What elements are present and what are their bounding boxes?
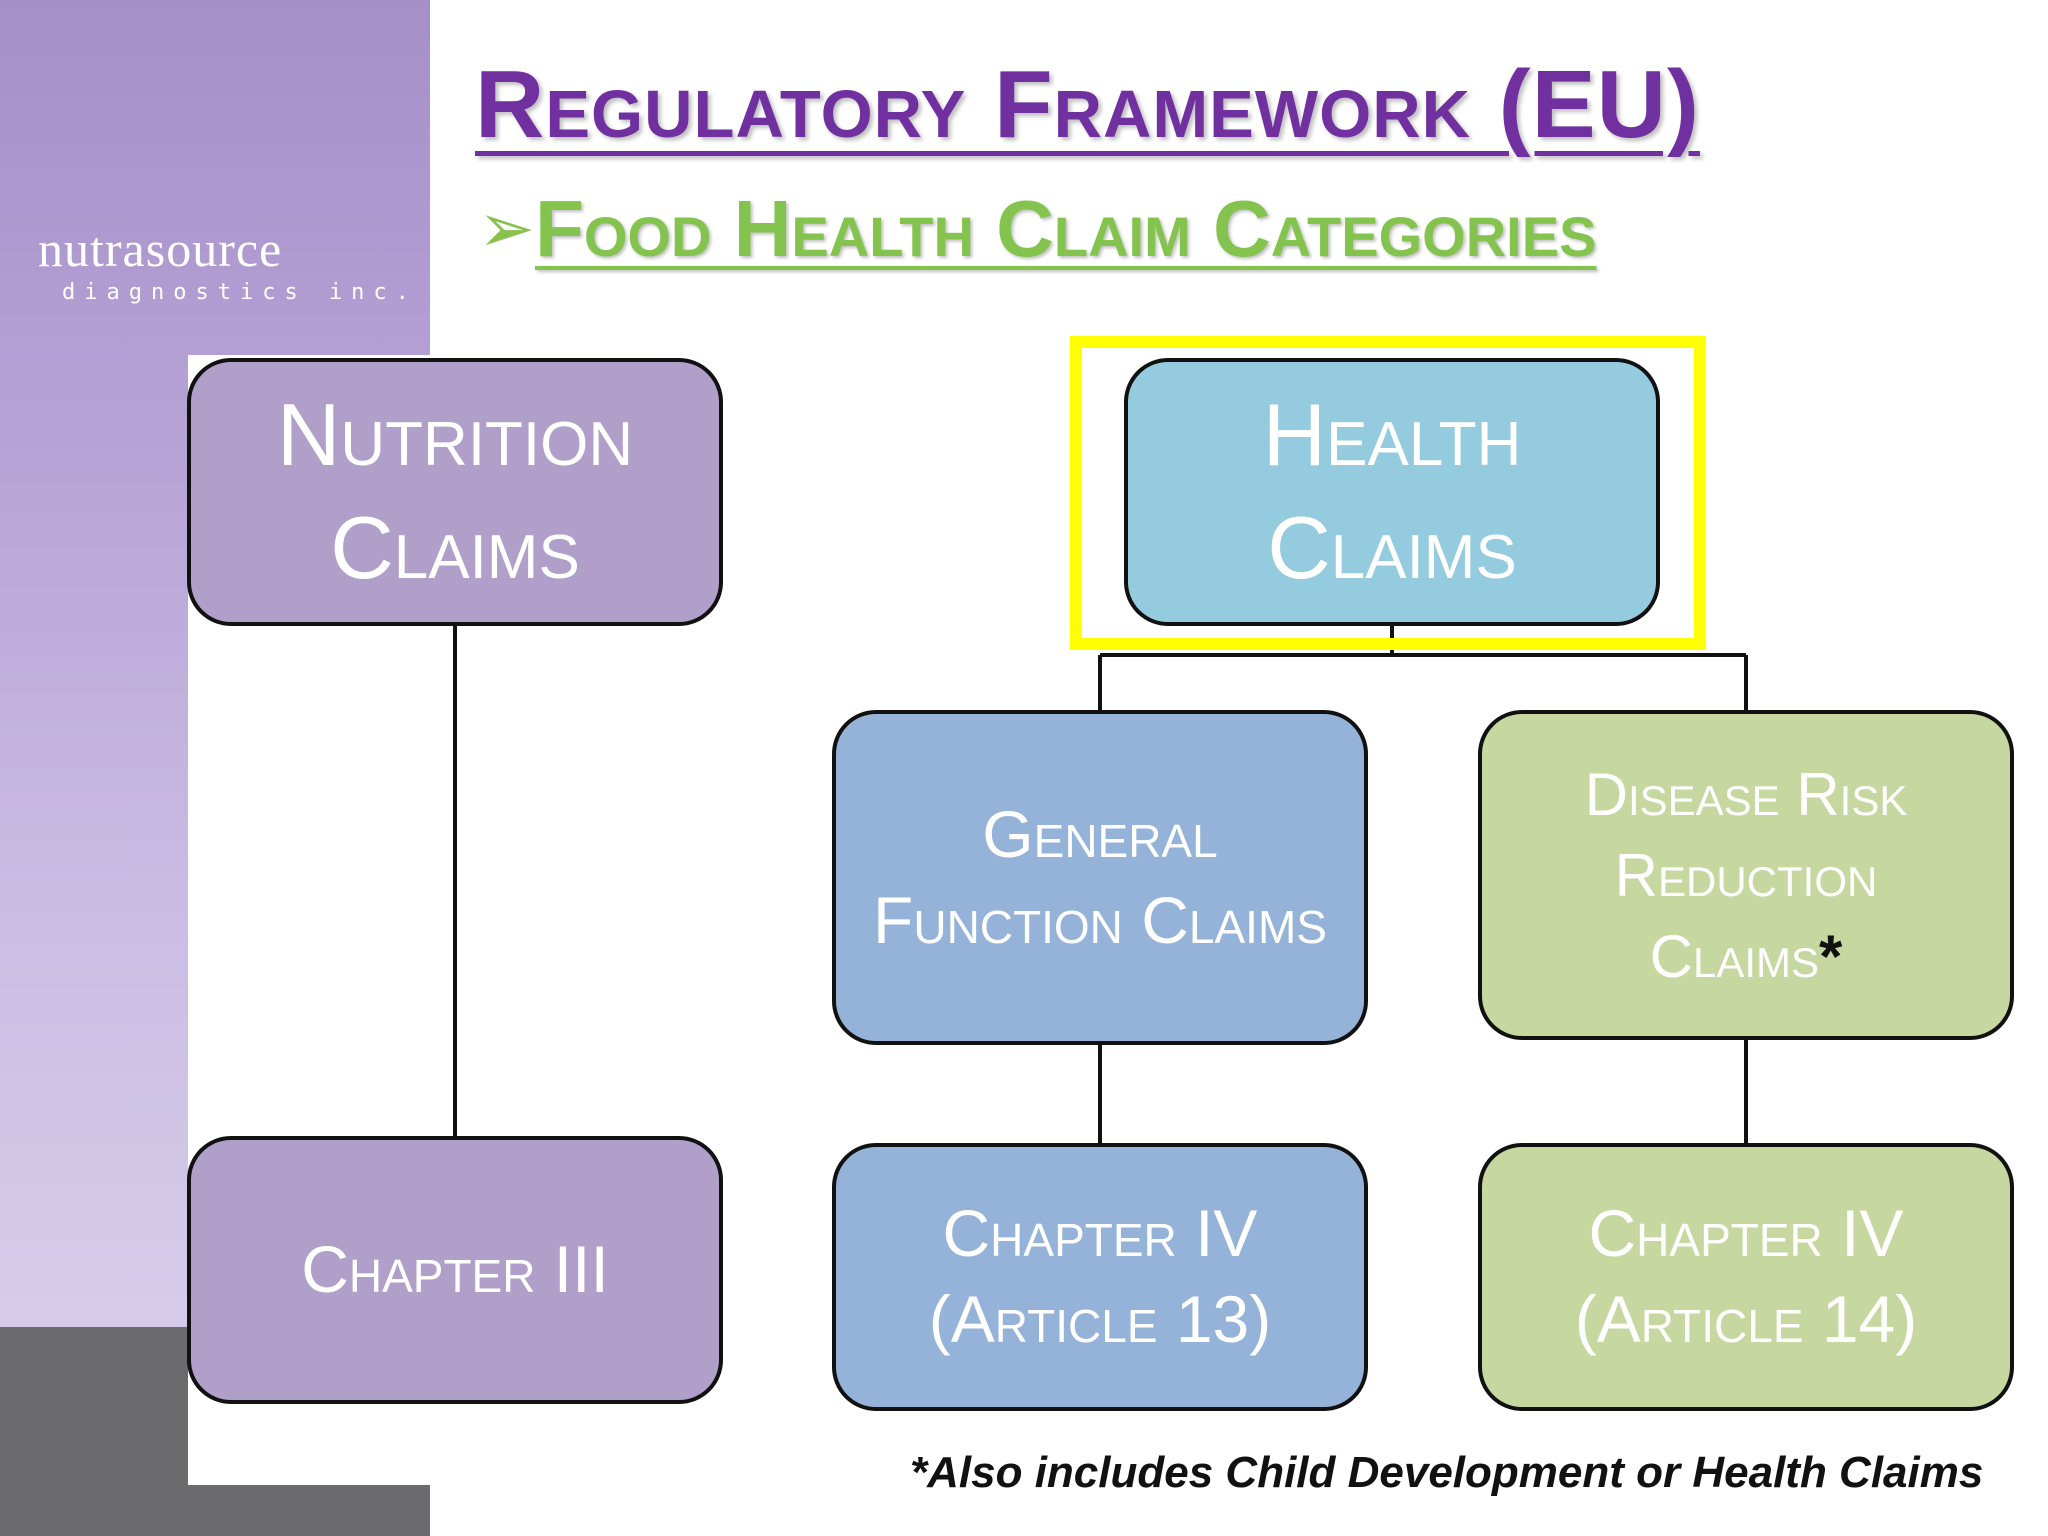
footnote: *Also includes Child Development or Heal… [910,1448,1984,1497]
subtitle: Food Health Claim Categories [534,184,1597,273]
health-claims-line2: Claims [1267,498,1517,597]
page-title: Regulatory Framework (EU) [475,51,1700,158]
disease-risk-line2: Reduction [1614,841,1878,909]
chapter-3-line1: Chapter III [301,1232,609,1307]
disease-risk-line3: Claims [1649,922,1819,990]
logo-tagline: diagnostics inc. [62,280,418,305]
nutrition-claims-line1: Nutrition [276,385,634,485]
chapter-4-article-13-box: Chapter IV (Article 13) [832,1143,1368,1411]
chapter-4-article-14-box: Chapter IV (Article 14) [1478,1143,2014,1411]
disease-risk-asterisk: * [1819,922,1843,990]
general-function-line1: General [982,796,1218,871]
nutrition-claims-line2: Claims [330,498,580,597]
general-function-claims-box: General Function Claims [832,710,1368,1045]
arrow-bullet-icon: ➢ [478,190,535,267]
health-claims-line1: Health [1262,385,1522,485]
general-function-line2: Function Claims [873,882,1327,957]
health-claims-box: Health Claims [1124,358,1660,626]
subtitle-row: ➢Food Health Claim Categories [478,183,1596,275]
chapter-4-art14-line2: (Article 14) [1574,1282,1918,1356]
logo-word: nutrasource [38,221,283,277]
disease-risk-line3-wrap: Claims* [1650,916,1843,997]
disease-risk-reduction-claims-box: Disease Risk Reduction Claims* [1478,710,2014,1040]
chapter-3-box: Chapter III [187,1136,723,1404]
chapter-4-art13-line2: (Article 13) [928,1282,1272,1356]
chapter-4-art14-line1: Chapter IV [1588,1196,1904,1271]
health-claims-highlight-frame [1070,336,1706,650]
disease-risk-line1: Disease Risk [1584,760,1908,828]
nutrition-claims-box: Nutrition Claims [187,358,723,626]
chapter-4-art13-line1: Chapter IV [942,1196,1258,1271]
